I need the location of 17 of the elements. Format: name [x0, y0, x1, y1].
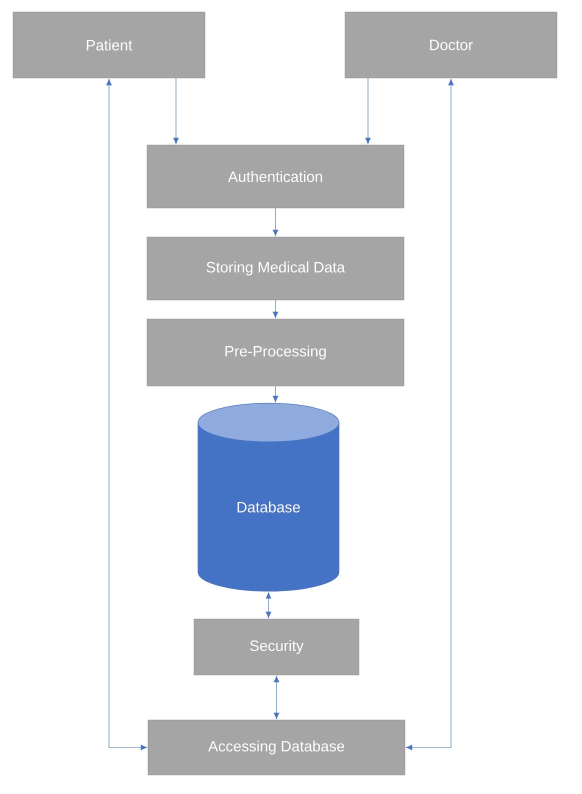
- arrow: [272, 208, 278, 236]
- process-box: Doctor: [344, 12, 558, 78]
- process-box: Security: [194, 618, 360, 676]
- arrow: [365, 78, 371, 144]
- arrow: [272, 386, 278, 402]
- process-box: Authentication: [146, 144, 404, 208]
- arrow: [406, 79, 454, 750]
- process-box: Pre-Processing: [146, 318, 404, 386]
- arrow: [106, 79, 147, 750]
- database-cylinder: Database: [198, 402, 340, 592]
- arrow: [274, 676, 280, 719]
- arrow: [272, 300, 278, 318]
- arrow: [266, 592, 272, 618]
- process-box: Accessing Database: [148, 720, 406, 776]
- process-box: Storing Medical Data: [146, 236, 404, 300]
- process-box: Patient: [12, 12, 206, 78]
- arrow: [173, 78, 179, 144]
